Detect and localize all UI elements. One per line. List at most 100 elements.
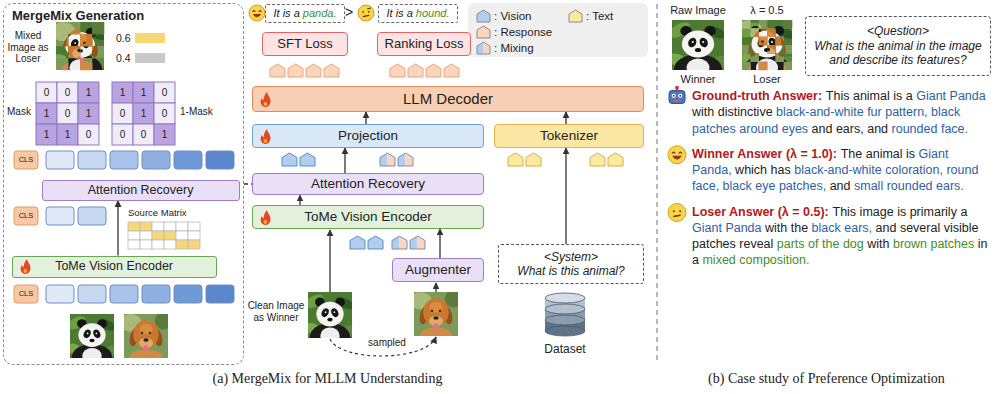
panda-photo (308, 292, 352, 338)
patch-token (46, 207, 74, 225)
word: the (791, 221, 808, 235)
res-token (444, 64, 459, 77)
answer-heading: Winner Answer (λ = 1.0): (692, 147, 837, 161)
emoji-eye (679, 210, 681, 212)
mask-value: 1 (133, 82, 154, 103)
panda-eye-patch (330, 307, 340, 318)
robot-pupil (679, 95, 681, 97)
dog-forehead (73, 33, 87, 45)
mask-value: 0 (57, 82, 78, 103)
source-matrix-cell (176, 240, 188, 249)
txt-token (608, 153, 623, 166)
patch-token (78, 285, 106, 303)
word (719, 179, 722, 193)
patch-token (206, 285, 234, 303)
connector (344, 148, 345, 173)
flame-core (23, 269, 27, 274)
mixed-patches (737, 18, 797, 81)
panda-head (78, 323, 105, 347)
word: a (906, 89, 913, 103)
word: fur (867, 105, 882, 119)
dog-eye (439, 310, 441, 312)
mask-value: 1 (78, 82, 99, 103)
panda-eye (702, 41, 704, 43)
word (722, 221, 725, 235)
word (773, 105, 776, 119)
mixing-token (477, 42, 490, 54)
word (778, 122, 781, 136)
word: a (692, 253, 699, 267)
word (902, 89, 905, 103)
label: Loser (734, 73, 800, 86)
word (393, 7, 396, 19)
mixing-token (410, 236, 425, 249)
res-token (408, 64, 423, 77)
res-token (306, 64, 321, 77)
word (937, 122, 940, 136)
dog-nose (143, 338, 148, 342)
node-text: It is a hound. (386, 7, 449, 20)
word (291, 7, 294, 19)
word: Giant (916, 89, 946, 103)
patch-token (46, 285, 74, 303)
word: eyes (782, 122, 808, 136)
mask-value: 1 (154, 124, 175, 145)
robot-mouth (674, 100, 680, 102)
label: CLS (14, 285, 38, 303)
word (775, 179, 778, 193)
mask-value: 0 (154, 103, 175, 124)
dog-head (66, 29, 94, 60)
label: Winner (664, 73, 732, 86)
node-text: <System> (544, 250, 598, 264)
word: coloration, (885, 163, 943, 177)
mask-cell (36, 82, 57, 103)
dog-photo (414, 292, 458, 336)
word: patches (692, 237, 736, 251)
source-matrix-cell (140, 231, 152, 240)
label: Mixed Image as Loser (2, 30, 54, 65)
panda-eye (74, 42, 76, 44)
word (404, 7, 407, 19)
txt-token (590, 153, 605, 166)
word: The (841, 147, 863, 161)
res-token (426, 64, 441, 77)
dog-eye (761, 40, 764, 43)
word: black-and-white (794, 163, 882, 177)
answer-paragraph: Loser Answer (λ = 0.5):This image is pri… (692, 204, 990, 269)
dog-eye (83, 41, 85, 43)
mask-cell (57, 82, 78, 103)
patch-token (142, 285, 170, 303)
panda-eye-patch (698, 36, 709, 48)
res-token (324, 64, 339, 77)
node-text: ToMe Vision Encoder (55, 259, 173, 274)
mask-cell (57, 103, 78, 124)
dog-forehead (760, 31, 775, 43)
mask-value: 0 (36, 82, 57, 103)
word: which (735, 163, 767, 177)
blur-spot (51, 22, 75, 41)
cls-token (14, 207, 38, 225)
word (928, 105, 931, 119)
question-box: <Question>What is the animal in the imag… (805, 16, 991, 76)
word (736, 253, 739, 267)
cylinder-rim (545, 304, 585, 314)
happy-emoji (668, 146, 686, 164)
word (957, 205, 960, 219)
panda-photo (672, 20, 724, 70)
robot-antenna-tip (675, 86, 679, 90)
word: visible (944, 221, 979, 235)
connector (117, 201, 118, 256)
mixing-token (398, 153, 413, 166)
panda-eye-patch (320, 307, 330, 318)
panda-eye (692, 41, 694, 43)
word (849, 89, 852, 103)
word (805, 237, 808, 251)
source-matrix-cell (164, 222, 176, 231)
word (915, 147, 918, 161)
dog-chest (62, 60, 98, 79)
emoji-mouth (363, 15, 369, 16)
word: round (946, 163, 978, 177)
connector (365, 112, 366, 124)
encoder-box: ToMe Vision Encoder (12, 256, 217, 278)
